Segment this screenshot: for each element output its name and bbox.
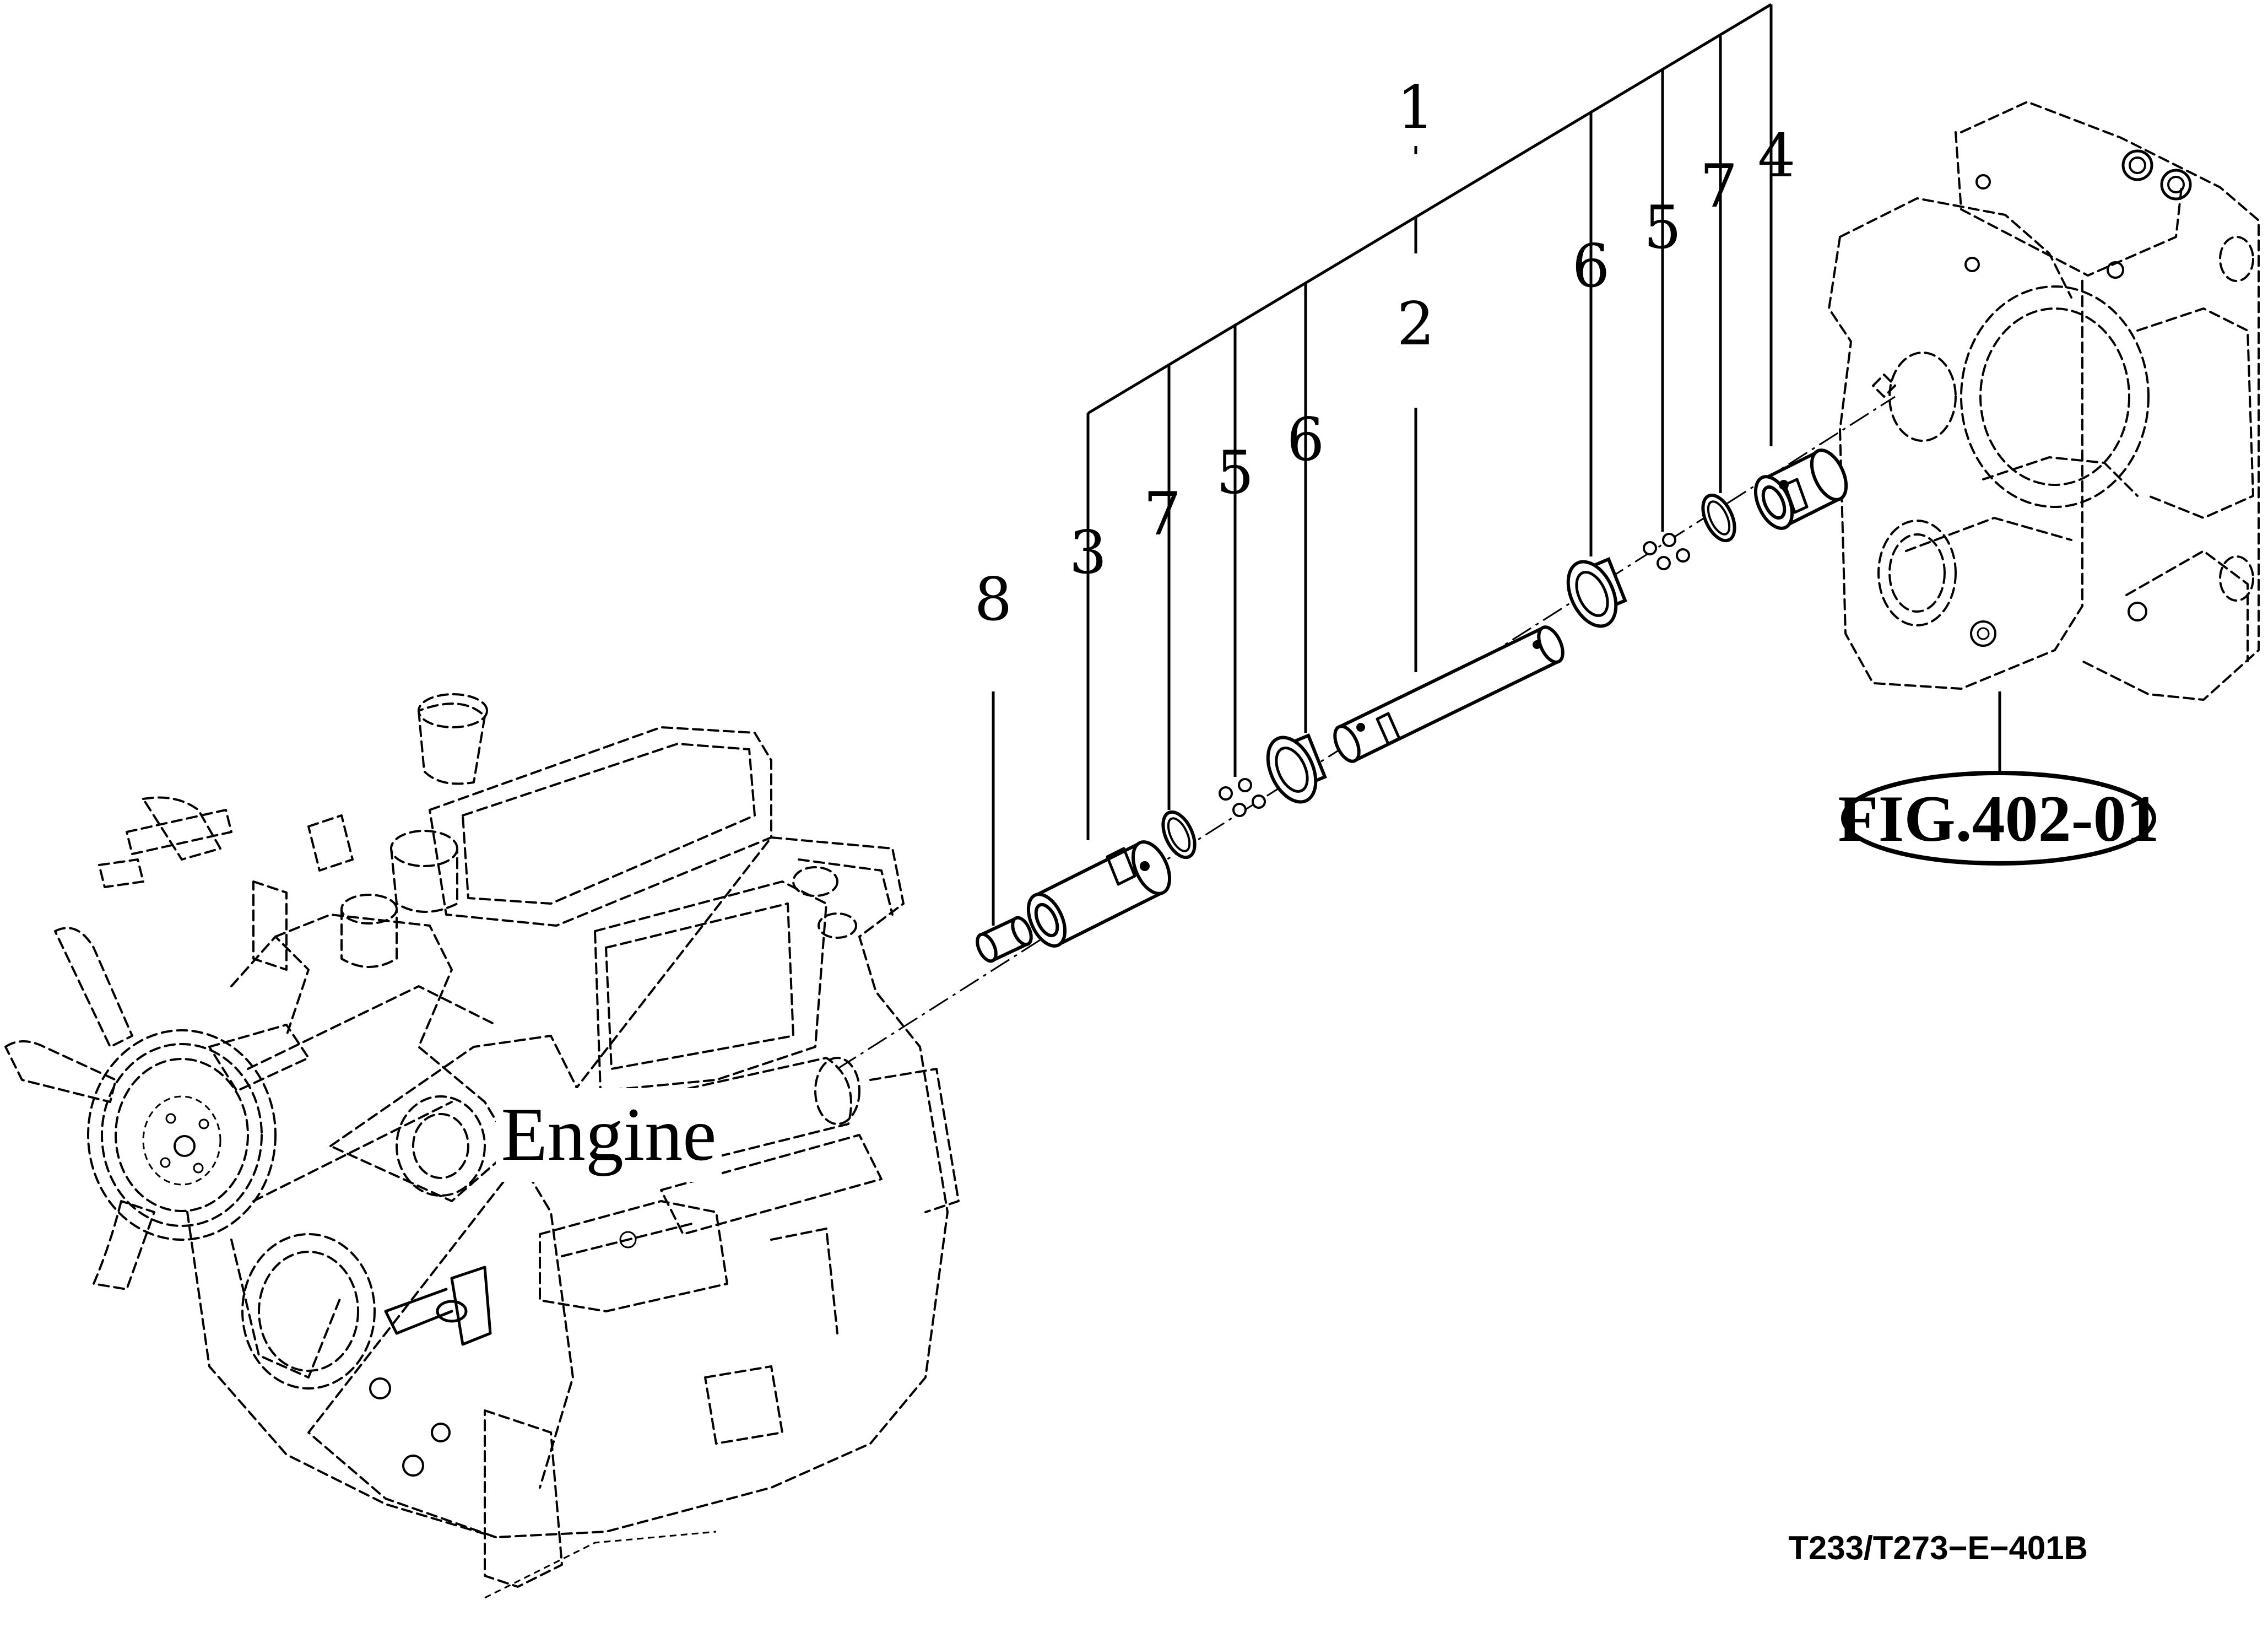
part-5-balls-left	[1219, 778, 1266, 817]
callout-leader-lines	[992, 3, 2001, 926]
part-4-coupling	[1753, 448, 1848, 530]
callout-5-right: 5	[1644, 193, 1682, 262]
transmission-housing-outline	[1828, 101, 2260, 701]
fig-reference[interactable]: FIG.402-01	[1838, 771, 2159, 866]
part-7-snap-ring-left	[1161, 810, 1197, 860]
callout-7-right: 7	[1700, 152, 1738, 221]
engine-label: Engine	[501, 1092, 717, 1176]
callout-2: 2	[1397, 290, 1435, 359]
fig-reference-label: FIG.402-01	[1838, 782, 2159, 855]
part-5-balls-right	[1643, 533, 1690, 570]
part-3-coupling	[1026, 840, 1172, 948]
callout-6-left: 6	[1287, 406, 1325, 474]
callout-8: 8	[975, 565, 1013, 634]
part-2-shaft	[1333, 625, 1565, 763]
callout-4: 4	[1758, 122, 1796, 191]
part-8-pin	[976, 916, 1033, 963]
fig-reference-ellipse	[1841, 771, 2156, 866]
callout-5-left: 5	[1216, 439, 1254, 507]
drawing-code: T233/T273−E−401B	[1788, 1529, 2088, 1566]
callout-7-left: 7	[1144, 480, 1182, 549]
callout-3: 3	[1069, 518, 1107, 587]
engine-label-backing	[496, 1088, 722, 1182]
part-6-bushing-left	[1266, 733, 1327, 804]
engine-outline	[4, 693, 960, 1599]
callout-1: 1	[1397, 73, 1435, 142]
part-7-snap-ring-right	[1701, 493, 1736, 543]
callout-6-right: 6	[1572, 232, 1610, 301]
part-6-bushing-right	[1566, 557, 1627, 628]
